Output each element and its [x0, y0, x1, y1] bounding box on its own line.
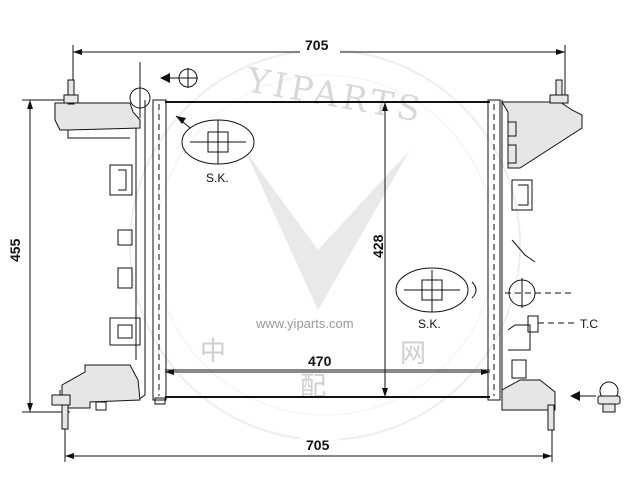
dimension-core-width-label: 470: [308, 353, 332, 369]
dimension-bottom-width-label: 705: [306, 437, 330, 453]
watermark-cjk-3: 网: [400, 339, 426, 369]
dimension-core-height: 428: [370, 102, 388, 397]
sensor-right-label: S.K.: [418, 317, 441, 331]
radiator-core: [165, 101, 490, 398]
dimension-core-height-label: 428: [370, 234, 386, 258]
dimension-top-width: 705: [72, 37, 566, 100]
sensor-right: S.K.: [395, 267, 575, 331]
dimension-height-label: 455: [7, 238, 23, 262]
watermark-brand: YIPARTS: [243, 60, 427, 131]
watermark-cjk-1: 中: [200, 337, 226, 367]
watermark-v-logo: [245, 150, 410, 310]
sensor-left: S.K.: [129, 62, 255, 185]
drain-plug: [570, 381, 621, 413]
watermark-url: www.yiparts.com: [255, 316, 354, 331]
dimension-top-width-label: 705: [305, 37, 329, 53]
sensor-left-label: S.K.: [206, 171, 229, 185]
dimension-height: 455: [7, 99, 70, 413]
left-tank: [51, 79, 167, 430]
watermark: YIPARTS www.yiparts.com 中 配 网: [129, 49, 521, 441]
dimension-bottom-width: 705: [64, 412, 553, 462]
temperature-port-label: T.C: [580, 317, 598, 331]
right-tank: [487, 79, 583, 431]
temperature-port: T.C: [527, 315, 598, 333]
